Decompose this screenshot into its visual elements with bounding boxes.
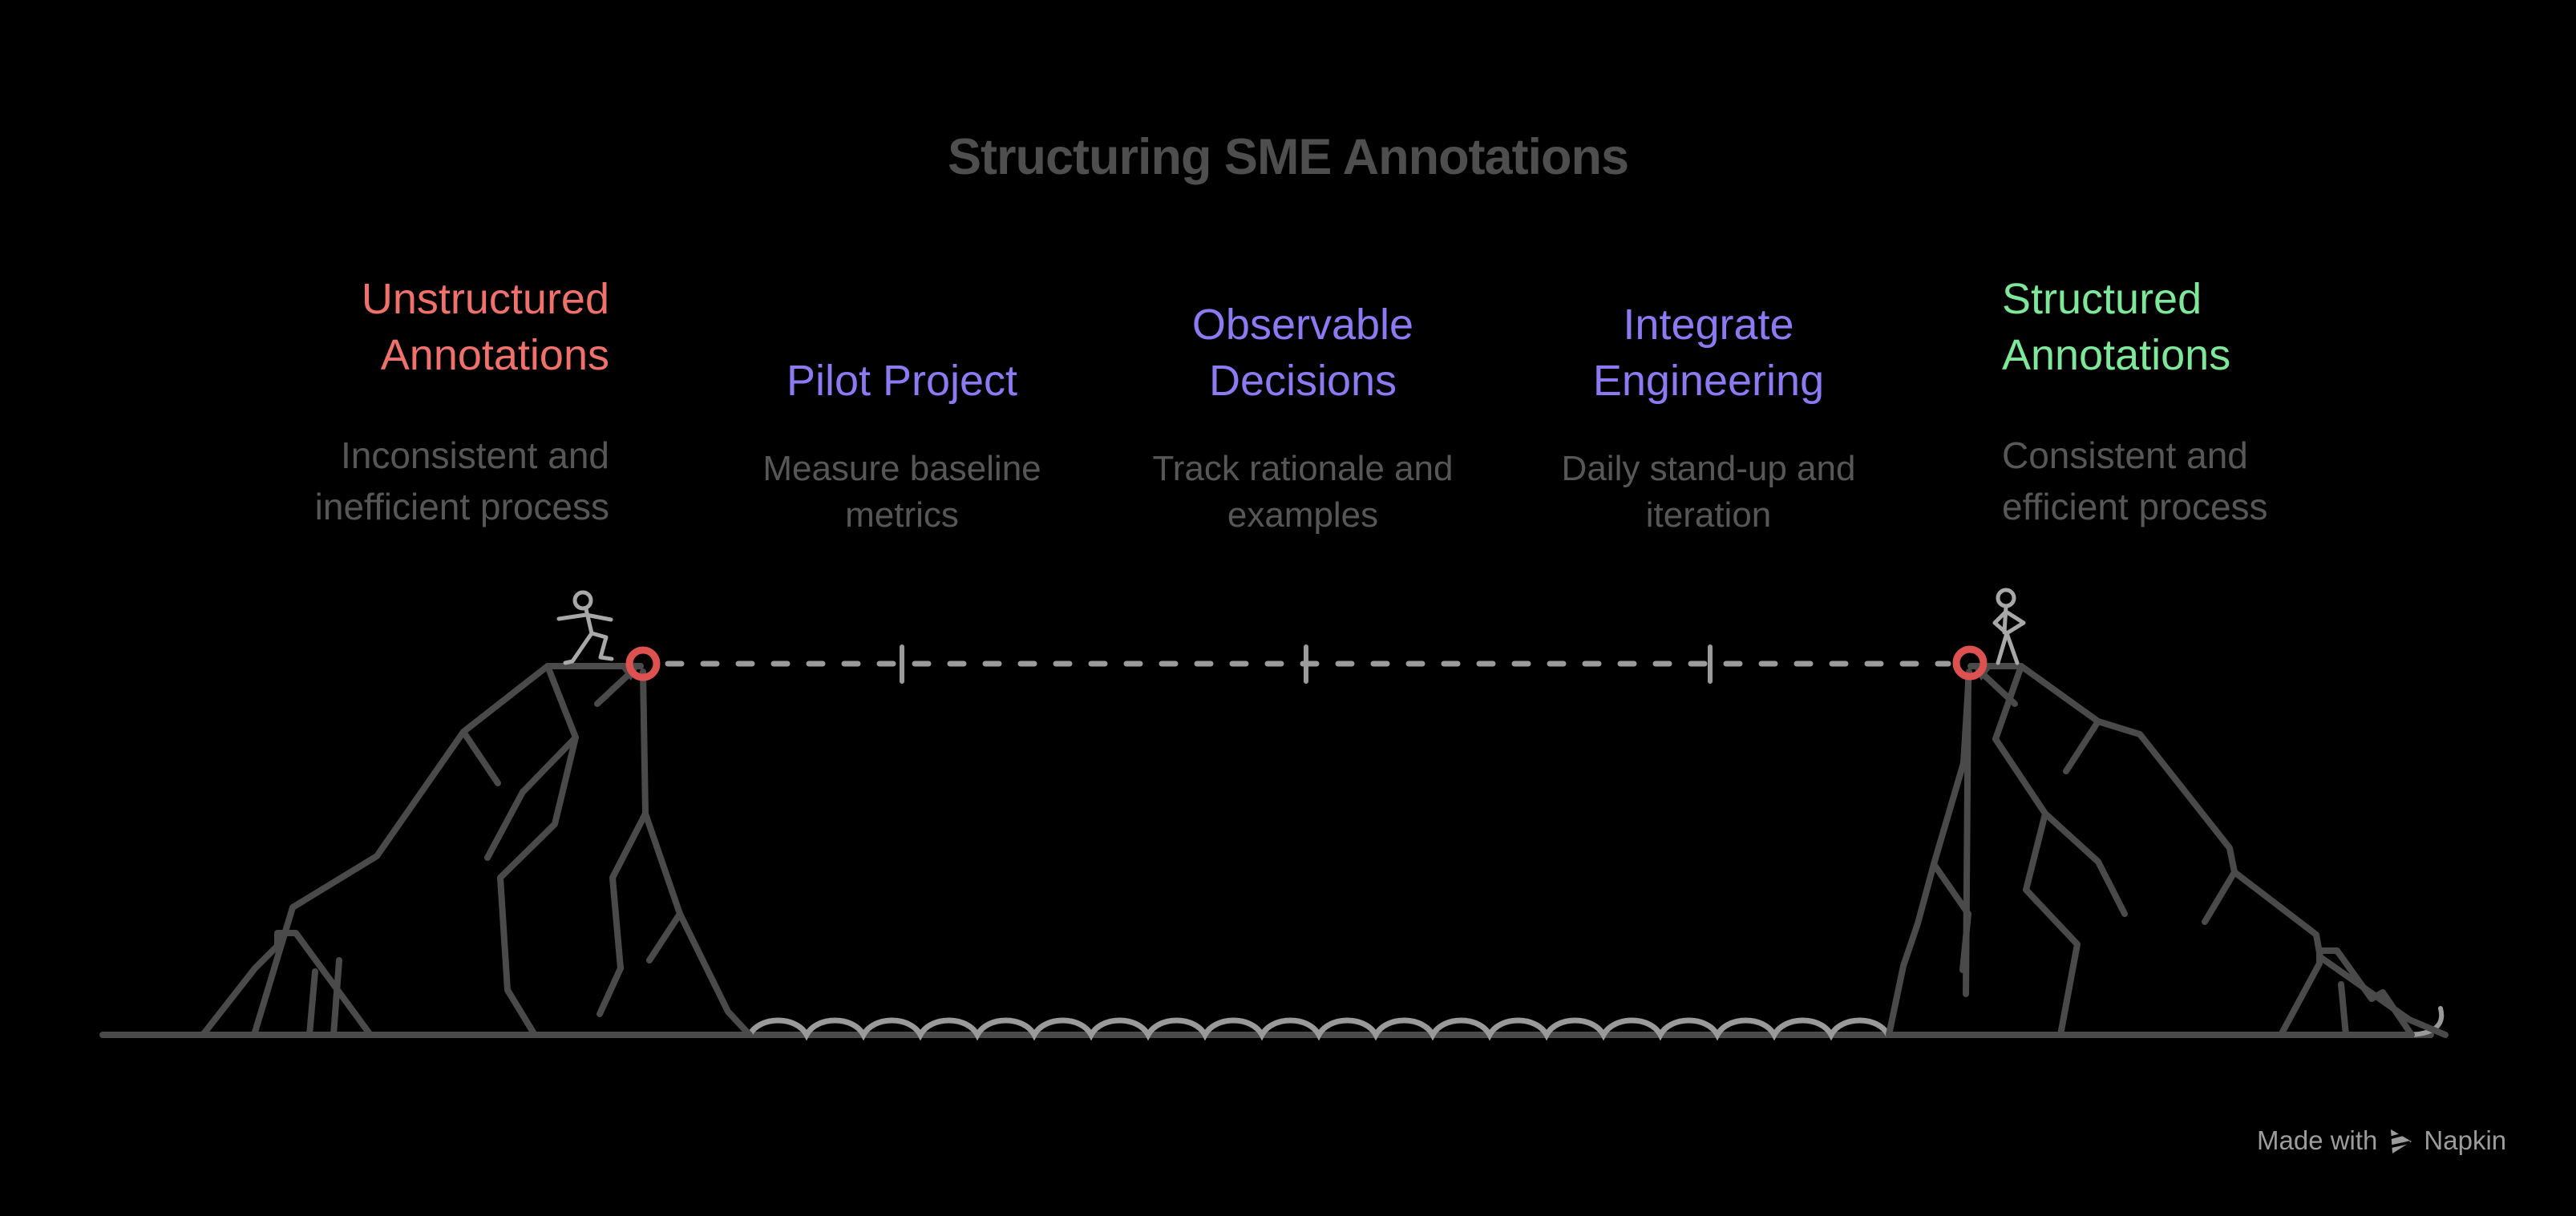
- napkin-logo-icon: [2388, 1129, 2412, 1153]
- heading-line: Structured: [2002, 275, 2202, 323]
- right-cliff-outline: [1967, 663, 2449, 1038]
- subtitle-line: efficient process: [2002, 486, 2268, 527]
- subtitle-line: Daily stand-up and: [1561, 449, 1856, 488]
- ground-end-curl: [2409, 1006, 2445, 1037]
- figure-back-leg: [563, 631, 594, 665]
- figure-left-arm: [1992, 609, 2009, 636]
- left-cliff-facet: [484, 734, 579, 861]
- heading-line: Pilot Project: [786, 357, 1018, 405]
- subtitle-line: Track rationale and: [1152, 449, 1454, 488]
- heading-line: Unstructured: [361, 275, 609, 323]
- figure-right-arm: [2004, 609, 2026, 636]
- left-cliff-facet: [497, 663, 579, 1038]
- stage-heading-structured-annotations: Structured Annotations: [2002, 271, 2515, 383]
- heading-line: Annotations: [380, 331, 609, 379]
- right-cliff-facet: [1931, 861, 1971, 973]
- figure-head: [572, 590, 593, 611]
- left-cliff-facet: [646, 911, 683, 964]
- right-foothill: [2278, 947, 2415, 1038]
- stage-heading-pilot-project: Pilot Project: [694, 297, 1110, 409]
- figure-left-leg: [1996, 631, 2009, 665]
- subtitle-line: Inconsistent and: [340, 434, 609, 476]
- page-title: Structuring SME Annotations: [947, 129, 1629, 185]
- subtitle-line: iteration: [1645, 495, 1772, 535]
- heading-line: Observable: [1191, 301, 1414, 349]
- right-cliff-facet: [1992, 663, 2081, 1038]
- stage-subtitle-integrate-engineering: Daily stand-up and iteration: [1500, 446, 1917, 539]
- stage-heading-unstructured-annotations: Unstructured Annotations: [128, 271, 609, 383]
- subtitle-line: metrics: [845, 495, 959, 535]
- stage-heading-integrate-engineering: Integrate Engineering: [1500, 297, 1917, 409]
- stage-subtitle-pilot-project: Measure baseline metrics: [694, 446, 1110, 539]
- walking-stick-figure: [556, 590, 614, 665]
- stage-heading-observable-decisions: Observable Decisions: [1094, 297, 1511, 409]
- water-waves: [746, 1017, 1891, 1041]
- made-with-napkin-watermark: Made with Napkin: [2257, 1125, 2506, 1156]
- right-cliff-facet: [2063, 718, 2101, 774]
- figure-head: [1996, 588, 2016, 608]
- right-cliff: [1886, 663, 2449, 1038]
- subtitle-line: Measure baseline: [762, 449, 1041, 488]
- tightrope: [665, 644, 1951, 684]
- figure-right-leg: [2004, 631, 2020, 665]
- left-cliff-facet: [460, 729, 501, 786]
- subtitle-line: Consistent and: [2002, 434, 2248, 476]
- stage-subtitle-structured-annotations: Consistent and efficient process: [2002, 430, 2515, 532]
- figure-arms: [556, 612, 613, 622]
- right-cliff-facet: [2042, 810, 2128, 917]
- right-cliff-facet: [2202, 869, 2238, 925]
- watermark-prefix: Made with: [2257, 1125, 2378, 1155]
- left-cliff: [200, 663, 753, 1038]
- left-foothill-facet: [306, 968, 318, 1038]
- subtitle-line: examples: [1227, 495, 1379, 535]
- stage-subtitle-unstructured-annotations: Inconsistent and inefficient process: [128, 430, 609, 532]
- standing-stick-figure: [1992, 588, 2026, 665]
- watermark-brand: Napkin: [2424, 1125, 2507, 1155]
- figure-torso: [584, 607, 594, 636]
- left-foothill-facet: [330, 957, 342, 1038]
- left-foothill: [200, 930, 374, 1038]
- subtitle-line: inefficient process: [314, 486, 609, 527]
- right-cliff-inner-edge: [1886, 669, 1972, 1038]
- heading-line: Decisions: [1208, 357, 1397, 405]
- heading-line: Annotations: [2002, 331, 2231, 379]
- figure-front-leg: [589, 631, 614, 661]
- left-cliff-facet: [596, 810, 649, 1017]
- right-anchor-ring: [1952, 645, 1988, 681]
- left-anchor-ring: [625, 646, 661, 681]
- heading-line: Engineering: [1592, 357, 1825, 405]
- right-foothill-facet: [2338, 981, 2349, 1038]
- left-cliff-outline: [251, 663, 644, 1038]
- heading-line: Integrate: [1623, 301, 1794, 349]
- left-cliff-inner-edge: [640, 669, 753, 1038]
- stage-subtitle-observable-decisions: Track rationale and examples: [1094, 446, 1511, 539]
